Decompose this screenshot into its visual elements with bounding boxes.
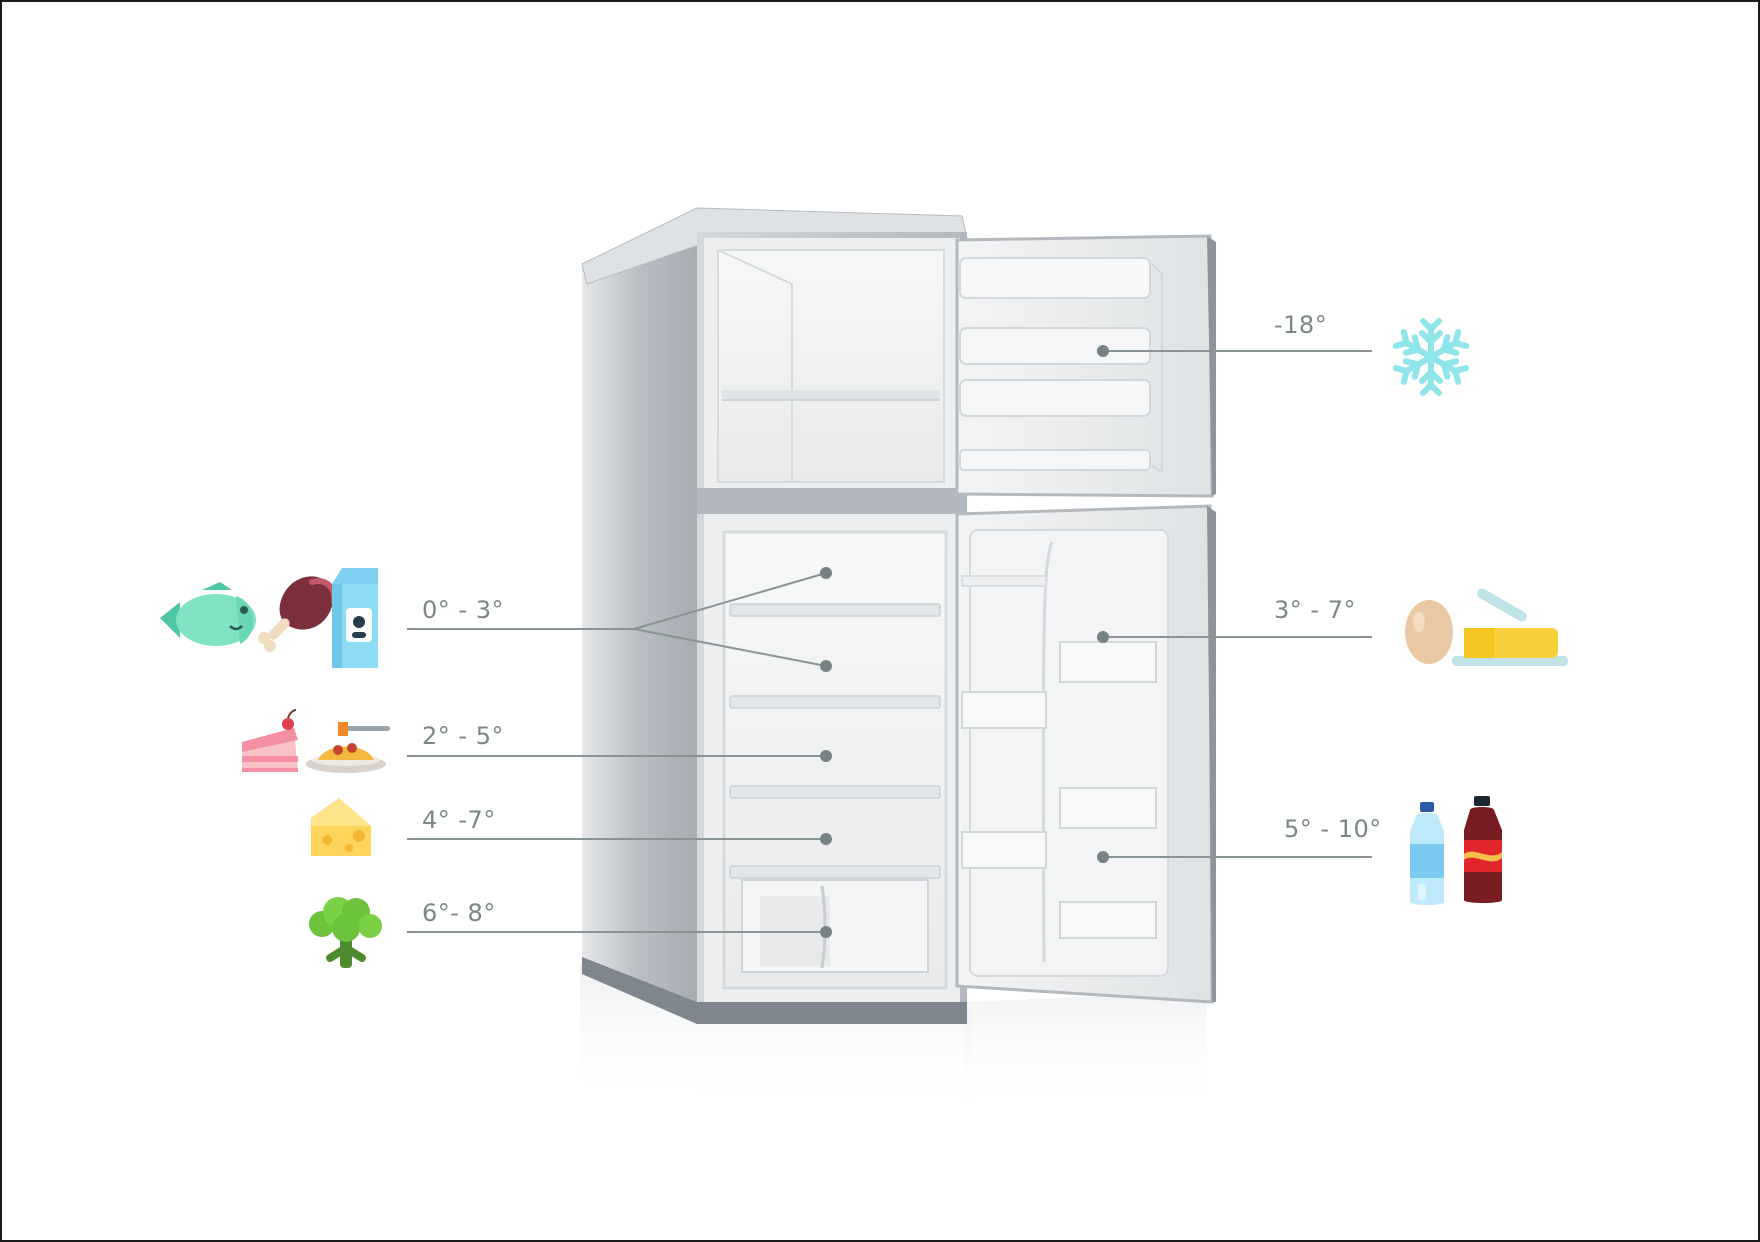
cake-icon [242,709,298,772]
freezer-zone-dot [1097,345,1109,357]
top-shelves-temp-label: 0° - 3° [422,596,504,624]
freezer-temp-label: -18° [1274,311,1328,339]
refrigerator-illustration [580,207,1216,1112]
snowflake-icon [1395,318,1466,393]
leader-lines [407,345,1372,938]
soda-bottle-icon [1464,796,1502,903]
door-upper-zone-dot [1097,631,1109,643]
door-lower-temp-label: 5° - 10° [1284,815,1382,843]
door-upper-temp-label: 3° - 7° [1274,596,1356,624]
lower-shelf-temp-label: 4° -7° [422,806,496,834]
fish-icon [160,582,256,646]
meat-icon [258,576,338,652]
water-bottle-icon [1410,802,1444,905]
crisper-zone-dot [820,926,832,938]
second-shelf-zone-dot [820,660,832,672]
middle-shelf-zone-dot [820,750,832,762]
crisper-temp-label: 6°- 8° [422,899,496,927]
cheese-icon [311,798,371,856]
top-shelf-zone-dot [820,567,832,579]
butter-icon [1452,588,1568,666]
door-lower-zone-dot [1097,851,1109,863]
pasta-plate-icon [306,722,390,773]
broccoli-icon [309,897,382,968]
lower-shelf-zone-dot [820,833,832,845]
egg-icon [1405,600,1453,664]
middle-shelf-temp-label: 2° - 5° [422,722,504,750]
milk-carton-icon [332,568,378,668]
